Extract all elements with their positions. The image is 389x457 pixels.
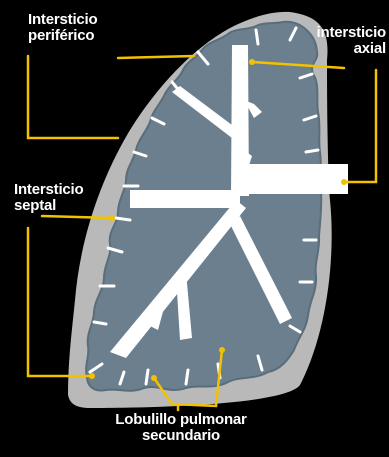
label-lobulillo-line1: Lobulillo pulmonar <box>96 412 266 428</box>
leader-peripheral-short <box>118 56 194 58</box>
label-axial-line2: axial <box>306 41 386 57</box>
label-septal-line2: septal <box>14 198 83 214</box>
label-lobulillo-line2: secundario <box>96 428 266 444</box>
label-lobulillo-pulmonar: Lobulillo pulmonar secundario <box>96 412 266 444</box>
leader-peripheral <box>28 56 118 138</box>
label-periferico-line1: Intersticio <box>28 12 97 28</box>
label-intersticio-periferico: Intersticio periférico <box>28 12 97 44</box>
leader-axial-right <box>344 70 376 182</box>
label-septal-line1: Intersticio <box>14 182 83 198</box>
label-periferico-line2: periférico <box>28 28 97 44</box>
label-intersticio-septal: Intersticio septal <box>14 182 83 214</box>
label-intersticio-axial: intersticio axial <box>306 25 386 57</box>
label-axial-line1: intersticio <box>306 25 386 41</box>
